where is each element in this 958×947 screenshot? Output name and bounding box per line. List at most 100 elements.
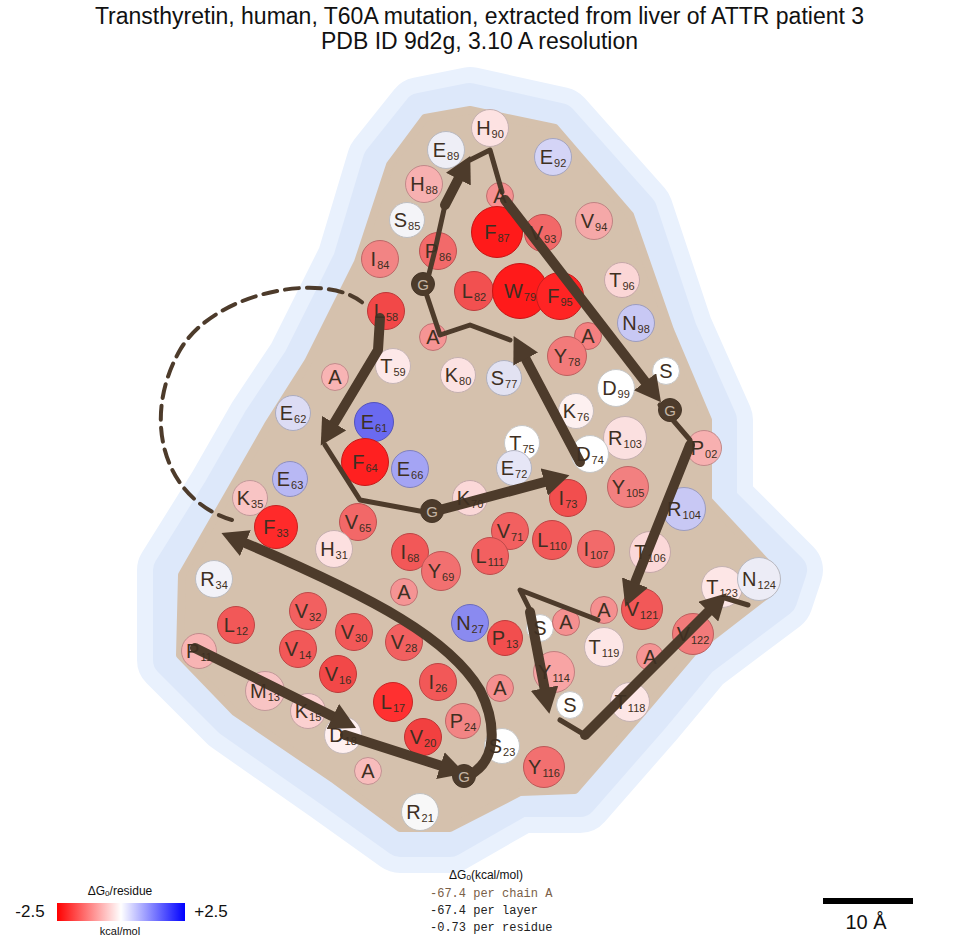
residue-letter: V [626,599,639,619]
residue-number: 13 [268,692,280,703]
residue-number: 116 [542,768,560,779]
residue-number: 79 [524,292,536,303]
residue-node: A [486,674,514,702]
residue-node: K70 [452,480,488,516]
residue-letter: V [325,664,338,684]
residue-number: 30 [355,633,367,644]
residue-node: E92 [534,138,572,176]
residue-letter: K [237,488,250,508]
residue-letter: K [295,701,308,721]
residue-node: I73 [549,479,587,517]
residue-node: H90 [471,109,509,147]
residue-node: N98 [617,304,655,342]
beta-strand [195,648,340,720]
residue-letter: T [609,270,621,290]
residue-letter: T [634,542,646,562]
residue-letter: E [277,469,290,489]
residue-node: S [652,357,680,385]
surface-core [180,110,775,828]
residue-letter: H [476,118,490,138]
residue-node: L82 [454,271,494,311]
residue-letter: T [589,637,601,657]
residue-node: L111 [471,537,509,575]
energy-value: -0.73 per residue [430,922,552,935]
residue-number: 16 [339,675,351,686]
residue-number: 119 [602,648,620,659]
residue-letter: S [659,361,672,381]
residue-letter: D [602,378,616,398]
residue-number: 121 [640,610,658,621]
residue-number: 14 [299,650,311,661]
residue-letter: F [547,286,559,306]
residue-letter: T [509,433,521,453]
residue-node: I84 [361,240,399,278]
energy-value: -67.4 per chain A [430,888,552,901]
residue-node: I26 [419,663,457,701]
residue-letter: T [706,577,718,597]
disordered-loop [161,288,365,520]
residue-node: E61 [354,402,394,442]
residue-number: 70 [471,499,483,510]
residue-letter: V [410,727,423,747]
residue-number: 72 [515,469,527,480]
beta-strand [432,480,552,512]
residue-node: E66 [391,450,429,488]
residue-letter: A [559,612,572,632]
residue-number: 02 [705,449,717,460]
residue-letter: Y [538,662,551,682]
residue-letter: V [677,624,690,644]
residue-letter: E [397,459,410,479]
residue-number: 95 [560,297,572,308]
residue-letter: L [381,692,392,712]
residue-node: V94 [575,202,613,240]
residue-node: H31 [315,530,353,568]
residue-letter: I [584,539,590,559]
residue-number: 63 [291,480,303,491]
residue-node: V32 [289,592,327,630]
residue-node: Y116 [523,746,565,788]
residue-node: T96 [604,262,640,298]
scale-min: -2.5 [15,903,44,922]
residue-letter: A [493,186,506,206]
residue-number: 114 [552,673,570,684]
residue-node: P24 [445,703,481,739]
diagram-title: Transthyretin, human, T60A mutation, ext… [83,4,876,54]
residue-number: 65 [359,523,371,534]
residue-number: 107 [590,550,608,561]
scale-unit: kcal/mol [100,925,140,937]
residue-number: 35 [251,499,263,510]
residue-letter: L [476,546,487,566]
residue-number: 64 [365,463,377,474]
residue-letter: V [345,512,358,532]
residue-number: 20 [424,738,436,749]
residue-number: 75 [522,444,534,455]
residue-node: T119 [584,627,624,667]
residue-letter: T [615,692,627,712]
residue-number: 74 [592,455,604,466]
residue-letter: I [429,672,435,692]
residue-node: D99 [597,369,635,407]
residue-letter: Y [428,561,441,581]
residue-letter: L [374,301,385,321]
residue-letter: V [295,601,308,621]
residue-node: A [321,363,349,391]
residue-number: 82 [474,292,486,303]
residue-letter: S [533,618,546,638]
residue-node: R34 [195,560,233,598]
residue-number: 87 [497,233,509,244]
residue-node: N124 [737,557,781,601]
residue-number: 105 [626,488,644,499]
residue-letter: H [320,539,334,559]
residue-letter: H [410,174,424,194]
residue-letter: V [391,632,404,652]
residue-letter: K [457,488,470,508]
residue-letter: A [643,647,656,667]
residue-node: L12 [217,606,255,644]
residue-number: 17 [393,703,405,714]
residue-number: 15 [309,712,321,723]
residue-number: 27 [472,624,484,635]
residue-node: Y78 [547,336,587,376]
residue-number: 99 [618,389,630,400]
residue-node: S77 [486,360,522,396]
residue-number: 73 [565,499,577,510]
